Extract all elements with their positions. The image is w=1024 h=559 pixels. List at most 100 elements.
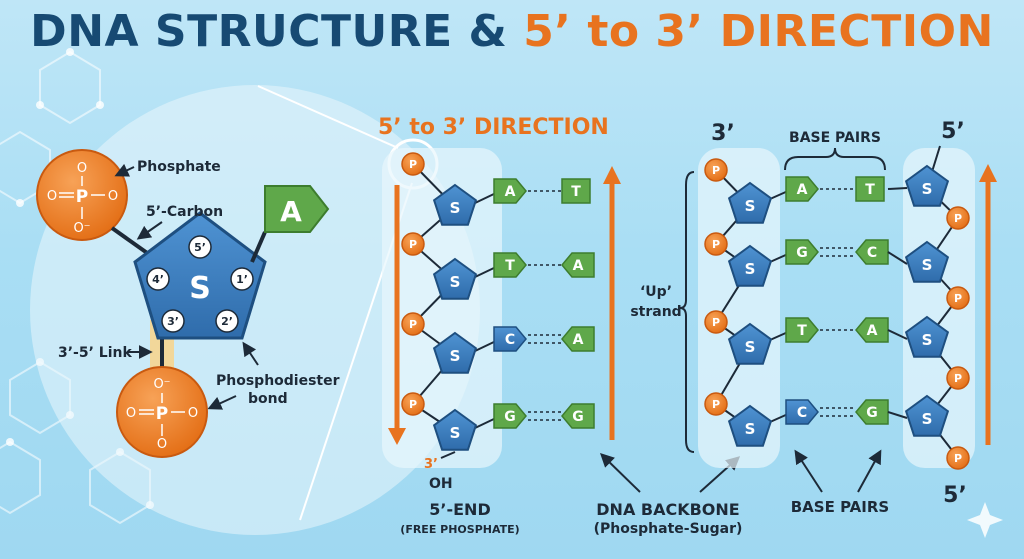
- strand-1-partner-1-letter: A: [573, 258, 584, 274]
- duplex-right-phosphate-1: [946, 286, 970, 310]
- strand-1-base-3: [493, 403, 527, 429]
- carbon-numbers: 5’1’2’3’4’: [146, 235, 254, 333]
- strand-1-base-stem-2: [474, 340, 497, 352]
- duplex-left-phosphate-1: [704, 232, 728, 256]
- strand-1-phosphate-0: [401, 152, 425, 176]
- three-prime-label: 3’: [424, 457, 438, 472]
- duplex-left-sugar-3-letter: S: [745, 420, 756, 438]
- strand-1-partner-3: [561, 403, 595, 429]
- strand-1-sugar-0: [432, 183, 478, 226]
- strand-1-base-1-letter: T: [505, 258, 515, 274]
- carbon-badge-2: [215, 309, 239, 333]
- strand-up-arrowhead: [603, 166, 621, 184]
- strand-1-base-stem-3: [474, 417, 497, 429]
- o-atom-top-left: O: [47, 189, 57, 204]
- bond-pointer-bottom: [207, 395, 237, 410]
- duplex-right-sugar-2-letter: S: [922, 331, 933, 349]
- strand-down-arrowhead: [388, 428, 406, 445]
- phosphate-group-top: P O O⁻ O O: [36, 149, 128, 241]
- base-pairs-brace: [784, 147, 886, 171]
- bond-label-line-1: Phosphodiester: [216, 373, 340, 389]
- o-atom-bottom-up: O⁻: [153, 377, 170, 392]
- strand-1-sugar-1: [432, 257, 478, 300]
- duplex-right-base-0-letter: T: [865, 182, 875, 198]
- strand-backbone-panel: [382, 148, 502, 468]
- carbon-number-4: 4’: [152, 273, 164, 286]
- duplex-left-stem-3: [769, 413, 789, 423]
- duplex-right-five-prime-bottom: 5’: [943, 483, 967, 508]
- duplex-left-stem-0: [769, 190, 789, 200]
- duplex-right-sugar-2: [904, 315, 950, 358]
- strand-1-base-2: [493, 326, 527, 352]
- bond-label-line-2: bond: [248, 391, 288, 407]
- duplex-right-base-3: [855, 399, 889, 425]
- o-atom-bottom-right: O: [188, 406, 198, 421]
- duplex-left-base-2-letter: T: [797, 323, 807, 339]
- duplex-left-stem-2: [769, 331, 789, 341]
- duplex-left-phosphate-2-letter: P: [712, 316, 720, 329]
- duplex-left-phosphate-1-letter: P: [712, 238, 720, 251]
- duplex-left-phosphate-3-letter: P: [712, 398, 720, 411]
- duplex-left-phosphate-3: [704, 392, 728, 416]
- duplex-right-stem-1: [887, 251, 908, 265]
- strand-1-phosphate-1: [401, 232, 425, 256]
- duplex-right-sugar-1-letter: S: [922, 256, 933, 274]
- base-pairs-top-label: BASE PAIRS: [789, 130, 881, 146]
- strand-1-phosphate-0-letter: P: [409, 158, 417, 171]
- duplex-right-phosphate-3-letter: P: [954, 452, 962, 465]
- carbon-badge-1: [230, 267, 254, 291]
- duplex-left-sugar-3: [727, 404, 773, 447]
- duplex-right-base-3-letter: G: [866, 405, 878, 421]
- duplex-left-base-3-letter: C: [797, 405, 807, 421]
- carbon-pointer: [136, 221, 163, 240]
- up-strand-brace: [679, 171, 695, 453]
- strand-1-phosphate-1-letter: P: [409, 238, 417, 251]
- duplex-right-sugar-1: [904, 240, 950, 283]
- duplex-left-stem-1: [769, 253, 789, 263]
- duplex-left-sugar-0: [727, 181, 773, 224]
- carbon-number-2: 2’: [221, 315, 233, 328]
- strand-1-sugar-3: [432, 408, 478, 451]
- duplex-right-phosphate-0-letter: P: [954, 212, 962, 225]
- strand-1-base-2-letter: C: [505, 332, 515, 348]
- duplex-left-sugar-2-letter: S: [745, 338, 756, 356]
- phosphate-sugar-bond-top: [110, 226, 152, 257]
- o-atom-top-up: O: [77, 161, 87, 176]
- duplex-right-sugar-3: [904, 394, 950, 437]
- o-atom-top-down: O⁻: [73, 221, 90, 236]
- duplex-left-sugar-0-letter: S: [745, 197, 756, 215]
- base-pairs-pointer-left: [794, 449, 823, 493]
- duplex-right-stem-0: [887, 187, 908, 190]
- duplex-right-sugar-3-letter: S: [922, 410, 933, 428]
- phosphate-group-bottom: P O⁻ O O O: [116, 366, 208, 458]
- p-atom-bottom: P: [156, 404, 168, 424]
- carbon-number-3: 3’: [167, 315, 179, 328]
- backbone-sublabel: (Phosphate-Sugar): [594, 521, 743, 537]
- carbon-badge-4: [146, 267, 170, 291]
- sparkle-icon: [967, 502, 1003, 538]
- phosphate-label: Phosphate: [137, 159, 221, 175]
- duplex-left-phosphate-0: [704, 158, 728, 182]
- base-pairs-pointer-right: [857, 449, 882, 493]
- duplex-up-arrowhead: [979, 164, 997, 182]
- duplex-right-sugar-0-letter: S: [922, 180, 933, 198]
- strand-1-sugar-2-letter: S: [450, 347, 461, 365]
- up-strand-label-1: ‘Up’: [640, 284, 672, 300]
- carbon-label: 5’-Carbon: [146, 204, 223, 220]
- duplex-right-phosphate-0: [946, 206, 970, 230]
- five-prime-end-label: 5’-END: [429, 500, 490, 519]
- strand-1-phosphate-3: [401, 392, 425, 416]
- zoom-line-top: [257, 85, 399, 149]
- duplex-right-phosphate-1-letter: P: [954, 292, 962, 305]
- duplex-left-base-0-letter: A: [797, 182, 808, 198]
- carbon-badge-0: [188, 235, 212, 259]
- strand-1-phosphate-2-letter: P: [409, 318, 417, 331]
- base-pairs-bottom-label: BASE PAIRS: [791, 498, 889, 516]
- base-a-large: [264, 185, 330, 233]
- strand-1-sugar-0-letter: S: [450, 199, 461, 217]
- p-atom-top: P: [76, 187, 88, 207]
- duplex-right-base-1: [855, 239, 889, 265]
